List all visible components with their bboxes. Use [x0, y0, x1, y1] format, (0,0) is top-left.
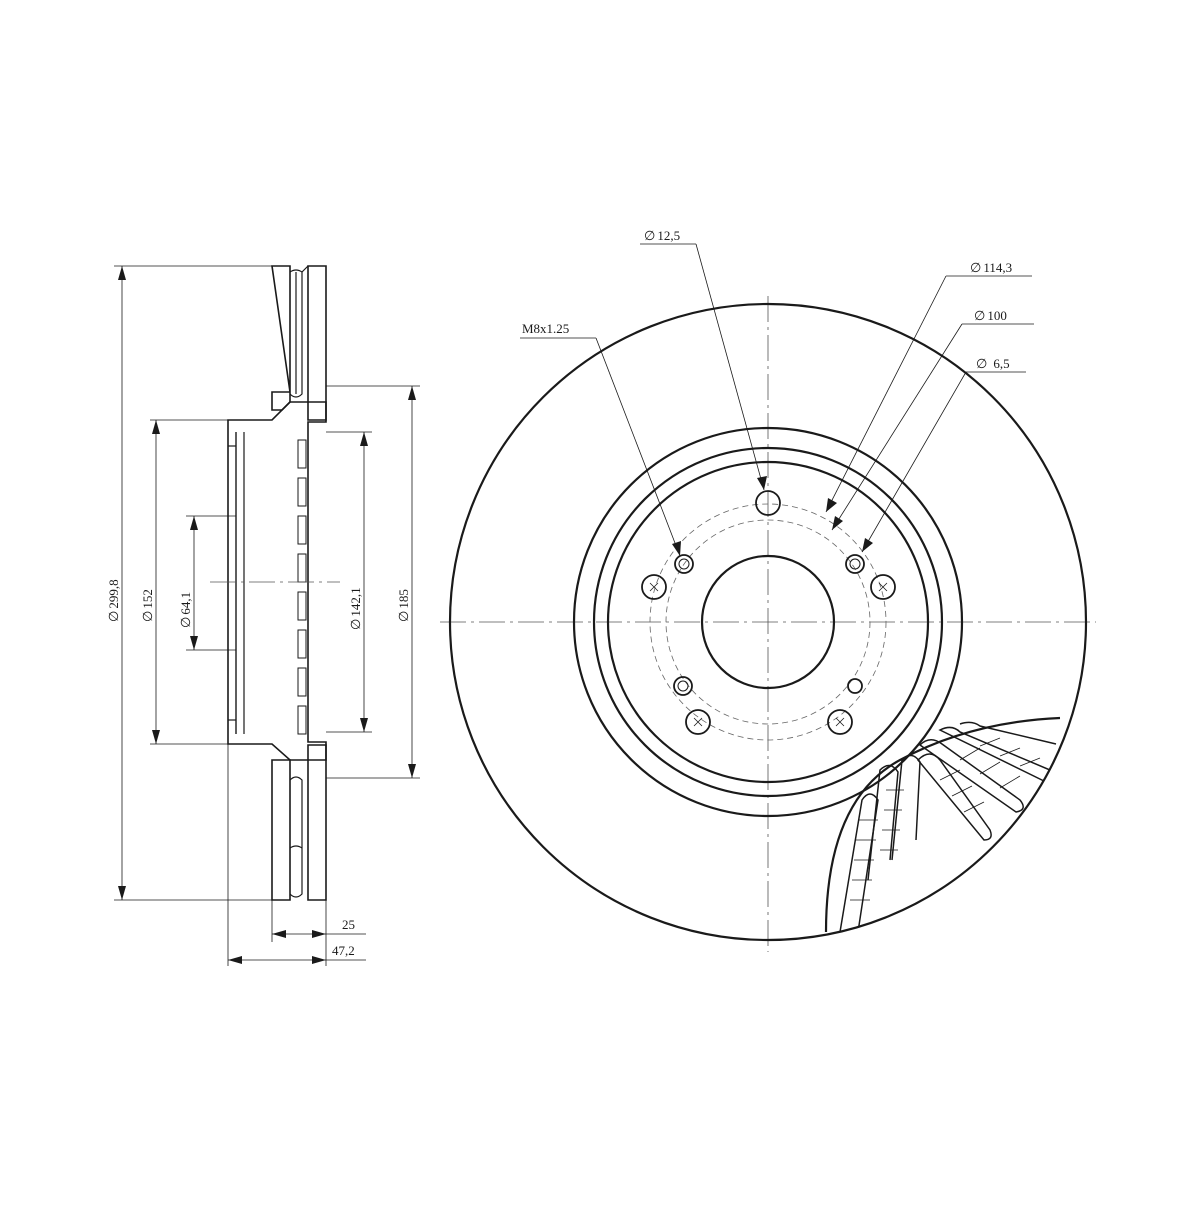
- stud-hole: [685, 709, 711, 735]
- dim-center-bore: ∅64,1: [178, 515, 236, 651]
- dim-friction-inner-label: ∅185: [396, 589, 411, 622]
- threaded-hole: [847, 678, 863, 694]
- lower-friction-ring: [271, 744, 327, 901]
- dim-total-height: 47,2: [227, 744, 366, 966]
- dim-total-height-label: 47,2: [332, 943, 355, 958]
- stud-hole: [870, 574, 896, 600]
- dim-hub-inner: ∅142,1: [326, 431, 372, 733]
- dim-hub-outer: ∅152: [140, 419, 228, 745]
- label-small-hole: ∅6,5: [976, 356, 1010, 371]
- outer-disc-edge: [448, 302, 1088, 942]
- center-bore: [700, 554, 836, 690]
- stud-hole: [827, 709, 853, 735]
- leader-stud-hole: ∅12,5: [640, 228, 767, 491]
- dim-friction-inner: ∅185: [326, 385, 420, 779]
- dim-outer-diameter: ∅299,8: [106, 265, 272, 901]
- threaded-hole: [674, 554, 694, 574]
- label-thread: M8x1.25: [522, 321, 569, 336]
- dim-center-bore-label: ∅64,1: [178, 592, 193, 628]
- leader-small-hole: ∅6,5: [861, 356, 1026, 553]
- hub-hat-section: [227, 401, 327, 761]
- pitch-circle-outer: [649, 503, 887, 741]
- front-view: ∅12,5 ∅114,3 ∅100 ∅6,5: [440, 228, 1096, 952]
- threaded-hole: [673, 676, 693, 696]
- threaded-hole: [845, 554, 865, 574]
- dim-outer-diameter-label: ∅299,8: [106, 579, 121, 622]
- label-pcd: ∅114,3: [970, 260, 1012, 275]
- stud-holes: [641, 490, 896, 735]
- side-section-view: ∅299,8 ∅152 ∅64,1: [106, 265, 420, 966]
- leader-thread: M8x1.25: [520, 321, 681, 557]
- label-stud-hole: ∅12,5: [644, 228, 680, 243]
- dim-hub-outer-label: ∅152: [140, 589, 155, 622]
- upper-friction-ring: [271, 265, 327, 421]
- leader-pcd: ∅114,3: [825, 260, 1032, 513]
- label-pitch-inner: ∅100: [974, 308, 1007, 323]
- dim-disc-thickness: 25: [271, 900, 366, 966]
- vent-cutaway: [824, 716, 1061, 933]
- dim-disc-thickness-label: 25: [342, 917, 355, 932]
- vent-slots: [297, 439, 307, 735]
- friction-inner-edge: [572, 426, 964, 818]
- leader-pitch-inner: ∅100: [831, 308, 1034, 531]
- pitch-circle-inner: [665, 519, 871, 725]
- dim-hub-inner-label: ∅142,1: [348, 587, 363, 630]
- stud-hole: [755, 490, 781, 516]
- stud-hole: [641, 574, 667, 600]
- threaded-holes: [673, 554, 865, 696]
